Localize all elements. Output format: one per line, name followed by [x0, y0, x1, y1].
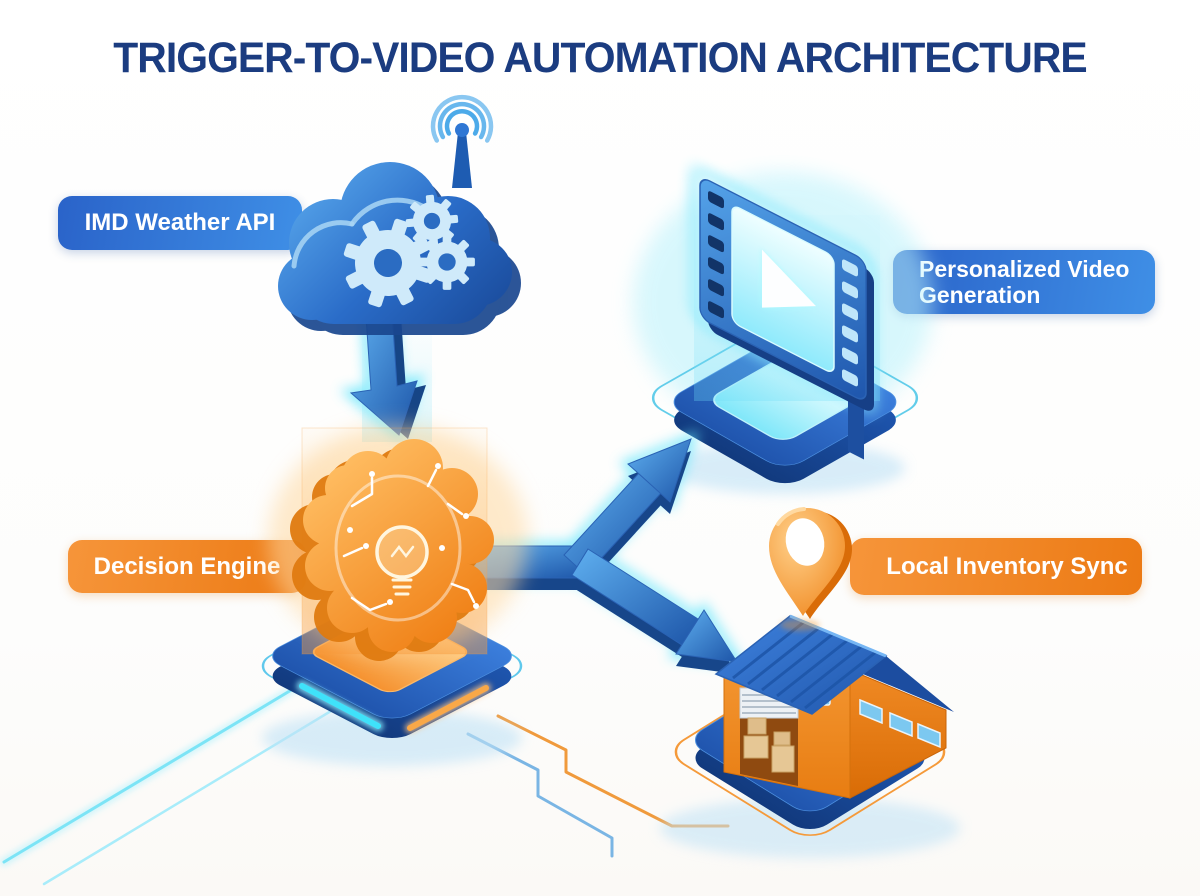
film-play-icon [689, 166, 877, 460]
branch-arrows [443, 430, 747, 674]
side-wall [849, 669, 947, 799]
film-stand [848, 391, 864, 460]
circuit-brain-lightbulb-icon [290, 439, 494, 661]
film-sprocket-holes-right [842, 259, 858, 387]
garage-door [739, 687, 799, 786]
platform-outline-ring [261, 598, 523, 734]
cyan-glow [633, 172, 933, 432]
signal-antenna-icon [430, 94, 494, 188]
side-windows [859, 698, 941, 749]
chip-slot-cyan [299, 683, 381, 729]
gable-window [807, 689, 831, 706]
node-label-video-generation: Personalized Video Generation [893, 250, 1155, 314]
hologram-column [301, 427, 488, 655]
branch-arrow-up-shaft [563, 472, 662, 576]
roof-left [714, 615, 888, 715]
platform-outline-ring [651, 322, 919, 474]
inventory-boxes [743, 717, 795, 773]
node-label-weather-api: IMD Weather API [58, 196, 302, 250]
film-sprocket-holes-left [708, 191, 724, 319]
play-icon [762, 249, 816, 308]
circuit-dots [347, 463, 479, 609]
circuit-traces [0, 681, 730, 886]
platform-outline-ring-orange [674, 668, 946, 836]
cloud-body [278, 162, 512, 324]
cloud-gears-antenna-icon [278, 94, 521, 335]
diagram-title: TRIGGER-TO-VIDEO AUTOMATION ARCHITECTURE [113, 34, 1087, 82]
brain-body [303, 439, 494, 652]
down-arrow [339, 306, 432, 444]
lightbulb-icon [375, 525, 429, 596]
video-generation-node [633, 166, 933, 494]
decision-platform [261, 593, 523, 766]
node-label-decision-engine: Decision Engine [68, 540, 306, 593]
cloud-shadow [287, 173, 521, 335]
orange-glow [268, 425, 528, 655]
roof-right [790, 616, 954, 712]
circuit-lines [342, 468, 476, 612]
branch-arrow-down-head [675, 609, 738, 663]
gear-icon-small-right [419, 234, 475, 290]
gear-icon-large [331, 206, 445, 320]
gable-wall [723, 615, 851, 799]
location-pin-icon [769, 507, 852, 631]
chip-slot-orange [407, 685, 489, 731]
branch-arrow-down-shaft [571, 548, 699, 646]
film-screen [731, 206, 835, 373]
platform-shadow [660, 798, 960, 858]
roof-ridges [732, 620, 877, 710]
warehouse-platform [694, 668, 926, 829]
gear-icon-small-top [395, 184, 469, 258]
roof-ridge-highlight [789, 614, 887, 658]
decision-engine-node [268, 425, 528, 661]
hologram-column [694, 215, 880, 401]
platform-shadow [262, 710, 522, 766]
warehouse-icon [714, 614, 954, 799]
platform-shadow [665, 442, 905, 494]
node-label-inventory-sync: Local Inventory Sync [850, 538, 1142, 595]
branch-arrow-up-head [627, 438, 692, 503]
video-platform [651, 322, 919, 484]
branch-arrow-bar [447, 545, 593, 579]
